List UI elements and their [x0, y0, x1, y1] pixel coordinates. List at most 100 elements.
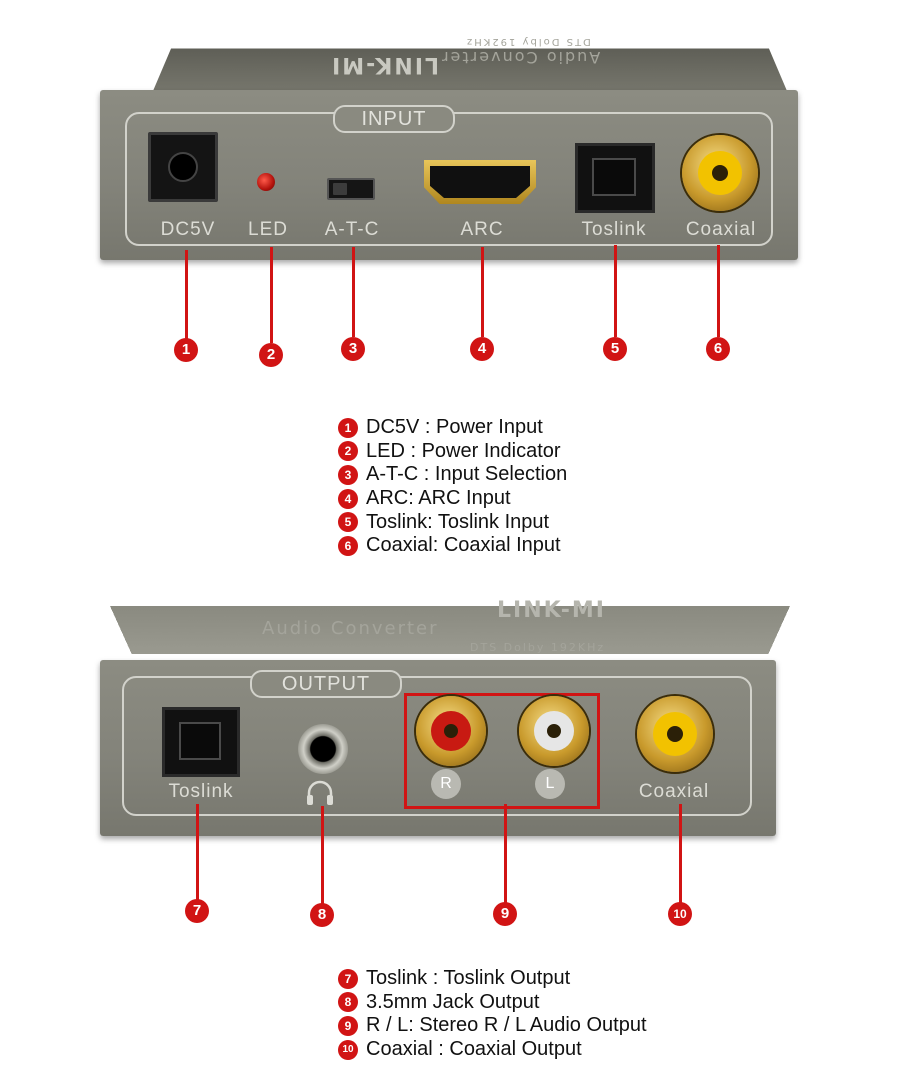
coaxial-output-port	[637, 696, 713, 772]
input-legend-number: 5	[338, 512, 358, 533]
output-device-lid	[110, 606, 790, 654]
output-legend-number: 10	[338, 1039, 358, 1060]
callout-line-5	[614, 245, 617, 337]
output-legend-text: 3.5mm Jack Output	[366, 990, 540, 1013]
callout-line-6	[717, 245, 720, 337]
toslink-input-port	[575, 143, 655, 213]
headphone-icon	[307, 780, 333, 805]
output-legend-row: 9 R / L: Stereo R / L Audio Output	[338, 1014, 647, 1038]
input-port-label-led: LED	[248, 219, 288, 240]
input-legend: 1 DC5V : Power Input 2 LED : Power Indic…	[338, 416, 567, 558]
input-legend-text: ARC: ARC Input	[366, 487, 511, 510]
callout-line-2	[270, 247, 273, 343]
rca-right-pin	[444, 724, 458, 738]
output-lid-spec: DTS Dolby 192KHz	[470, 641, 606, 654]
toslink-output-port-inner	[179, 722, 221, 760]
input-legend-number: 3	[338, 464, 358, 485]
output-legend: 7 Toslink : Toslink Output 8 3.5mm Jack …	[338, 967, 647, 1061]
callout-number-2: 2	[259, 343, 283, 367]
input-legend-text: LED : Power Indicator	[366, 439, 561, 462]
input-legend-row: 6 Coaxial: Coaxial Input	[338, 534, 567, 558]
input-device: LINK-MI Audio Converter DTS Dolby 192KHz…	[0, 0, 900, 300]
input-legend-row: 2 LED : Power Indicator	[338, 440, 567, 464]
input-lid-product: Audio Converter	[440, 48, 601, 67]
output-legend-text: Coaxial : Coaxial Output	[366, 1038, 582, 1061]
callout-number-6: 6	[706, 337, 730, 361]
toslink-output-port	[162, 707, 240, 777]
input-legend-number: 1	[338, 417, 358, 438]
coaxial-input-insulator	[698, 151, 742, 195]
input-port-label-arc: ARC	[460, 219, 504, 240]
arc-hdmi-port-inner	[430, 166, 530, 198]
output-legend-text: R / L: Stereo R / L Audio Output	[366, 1014, 647, 1037]
output-legend-row: 7 Toslink : Toslink Output	[338, 967, 647, 991]
callout-number-7: 7	[185, 899, 209, 923]
callout-number-10: 10	[668, 902, 692, 926]
headphone-jack-port	[298, 724, 348, 774]
callout-number-1: 1	[174, 338, 198, 362]
rca-left-pin	[547, 724, 561, 738]
rca-right-insulator	[431, 711, 471, 751]
output-legend-number: 7	[338, 968, 358, 989]
output-port-label-toslink: Toslink	[168, 781, 234, 802]
callout-line-3	[352, 247, 355, 337]
coaxial-output-pin	[667, 726, 683, 742]
output-legend-row: 8 3.5mm Jack Output	[338, 991, 647, 1015]
callout-number-9: 9	[493, 902, 517, 926]
input-panel-title: INPUT	[333, 105, 455, 133]
output-legend-row: 10 Coaxial : Coaxial Output	[338, 1038, 647, 1062]
output-port-label-coaxial: Coaxial	[638, 781, 710, 802]
callout-line-7	[196, 804, 199, 902]
callout-line-1	[185, 250, 188, 340]
input-legend-text: Toslink: Toslink Input	[366, 510, 550, 533]
callout-line-4	[481, 247, 484, 337]
callout-number-3: 3	[341, 337, 365, 361]
callout-number-4: 4	[470, 337, 494, 361]
rca-left-port	[519, 696, 589, 766]
coaxial-output-insulator	[653, 712, 697, 756]
rca-right-badge: R	[431, 769, 461, 799]
rca-right-port	[416, 696, 486, 766]
coaxial-input-pin	[712, 165, 728, 181]
output-lid-product: Audio Converter	[262, 618, 439, 639]
input-legend-row: 4 ARC: ARC Input	[338, 487, 567, 511]
output-legend-text: Toslink : Toslink Output	[366, 967, 571, 990]
rca-left-badge: L	[535, 769, 565, 799]
stereo-rl-highlight-box	[404, 693, 600, 809]
atc-switch[interactable]	[327, 178, 375, 200]
input-legend-text: Coaxial: Coaxial Input	[366, 534, 561, 557]
input-legend-row: 5 Toslink: Toslink Input	[338, 510, 567, 534]
arc-hdmi-port	[424, 160, 536, 204]
coaxial-input-port	[682, 135, 758, 211]
input-legend-row: 1 DC5V : Power Input	[338, 416, 567, 440]
input-legend-row: 3 A-T-C : Input Selection	[338, 463, 567, 487]
input-legend-text: A-T-C : Input Selection	[366, 463, 568, 486]
callout-line-10	[679, 804, 682, 904]
input-port-label-toslink: Toslink	[581, 219, 647, 240]
input-legend-number: 6	[338, 535, 358, 556]
output-panel-frame	[122, 676, 752, 816]
input-legend-number: 2	[338, 441, 358, 462]
input-port-label-dc5v: DC5V	[160, 219, 216, 240]
dc5v-port	[148, 132, 218, 202]
input-lid-brand: LINK-MI	[330, 52, 439, 77]
output-legend-number: 9	[338, 1015, 358, 1036]
input-port-label-coaxial: Coaxial	[685, 219, 757, 240]
callout-number-5: 5	[603, 337, 627, 361]
rca-left-insulator	[534, 711, 574, 751]
output-device: LINK-MI Audio Converter DTS Dolby 192KHz…	[0, 590, 900, 850]
input-legend-number: 4	[338, 488, 358, 509]
output-panel-title: OUTPUT	[250, 670, 402, 698]
input-port-label-atc: A-T-C	[324, 219, 380, 240]
callout-number-8: 8	[310, 903, 334, 927]
led-indicator	[257, 173, 275, 191]
callout-line-8	[321, 806, 324, 906]
atc-switch-knob	[333, 183, 347, 195]
output-legend-number: 8	[338, 992, 358, 1013]
callout-line-9	[504, 804, 507, 904]
dc5v-port-hole	[168, 152, 198, 182]
output-lid-brand: LINK-MI	[497, 598, 606, 623]
input-lid-spec: DTS Dolby 192KHz	[465, 36, 591, 47]
input-legend-text: DC5V : Power Input	[366, 416, 543, 439]
toslink-input-port-inner	[592, 158, 636, 196]
